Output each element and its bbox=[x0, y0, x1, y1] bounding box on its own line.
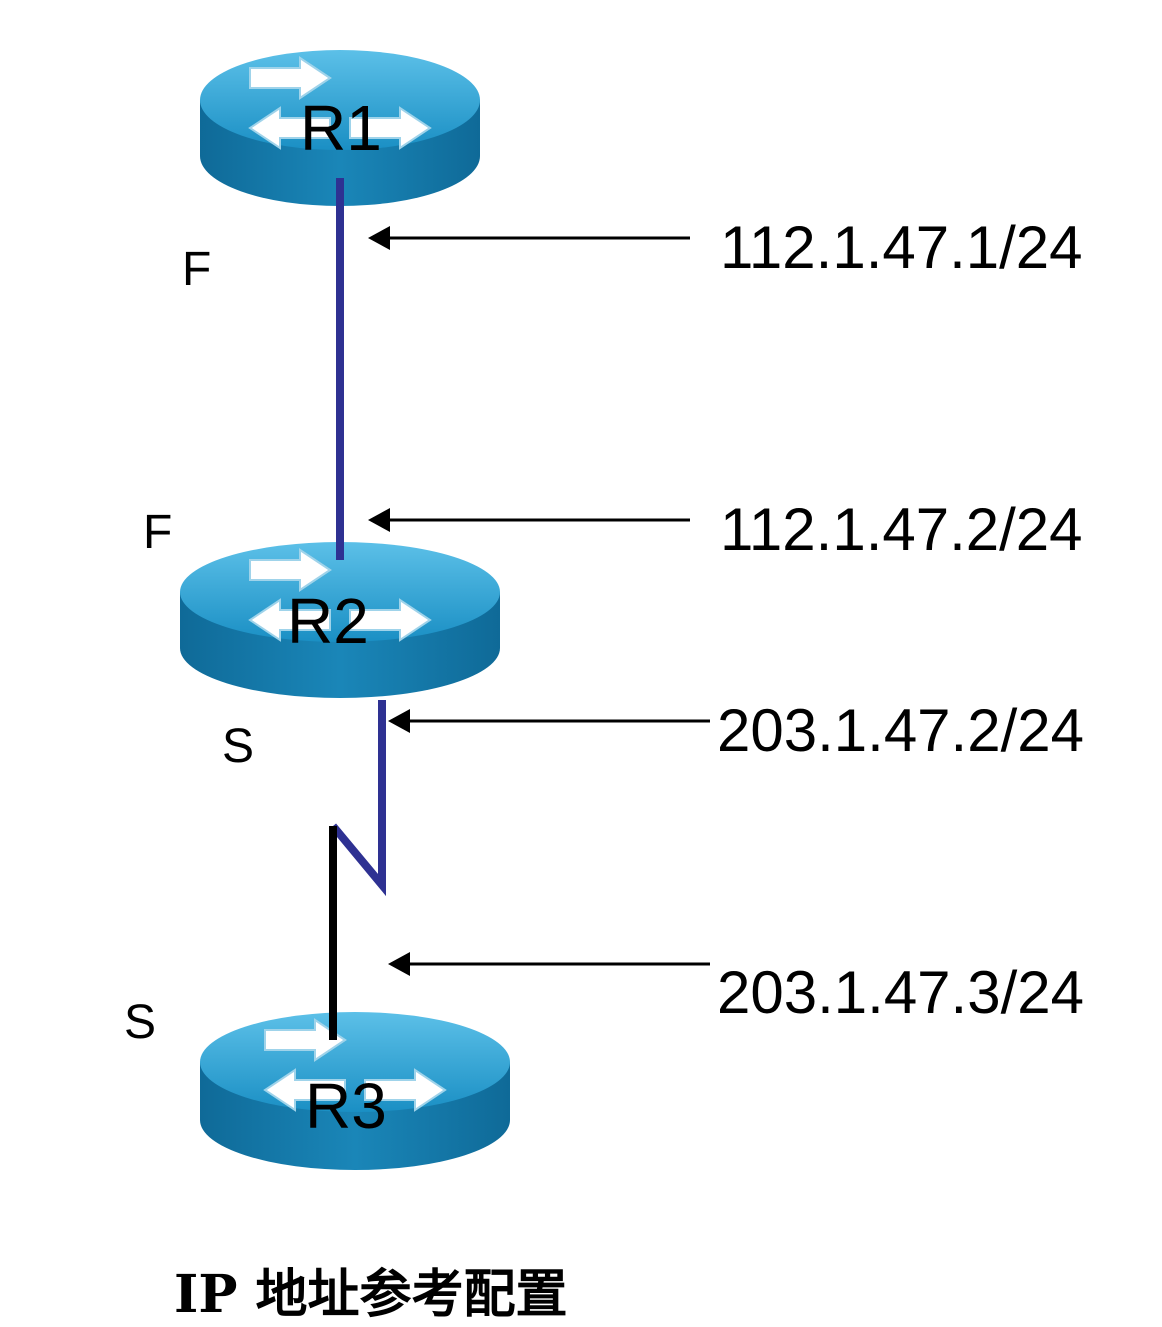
router-r1-label: R1 bbox=[300, 92, 382, 164]
address-arrow-2 bbox=[368, 508, 690, 532]
address-arrow-4 bbox=[388, 952, 710, 976]
diagram-caption: IP 地址参考配置 bbox=[174, 1264, 568, 1325]
router-r3 bbox=[200, 1012, 510, 1170]
r2-serial-label: S bbox=[222, 720, 254, 773]
ip-address-r1-f: 112.1.47.1/24 bbox=[720, 214, 1083, 281]
router-r2-label: R2 bbox=[287, 585, 369, 657]
router-r3-label: R3 bbox=[305, 1070, 387, 1142]
address-arrow-1 bbox=[368, 226, 690, 250]
router-r1 bbox=[200, 50, 480, 206]
ip-address-r3-s: 203.1.47.3/24 bbox=[717, 959, 1084, 1026]
r1-fastethernet-label: F bbox=[182, 243, 211, 296]
r3-serial-label: S bbox=[124, 996, 156, 1049]
address-arrow-3 bbox=[388, 709, 710, 733]
router-r2 bbox=[180, 542, 500, 698]
r2-fastethernet-label: F bbox=[143, 506, 172, 559]
ip-address-r2-s: 203.1.47.2/24 bbox=[717, 697, 1084, 764]
ip-address-r2-f: 112.1.47.2/24 bbox=[720, 496, 1083, 563]
serial-link bbox=[329, 700, 386, 1040]
